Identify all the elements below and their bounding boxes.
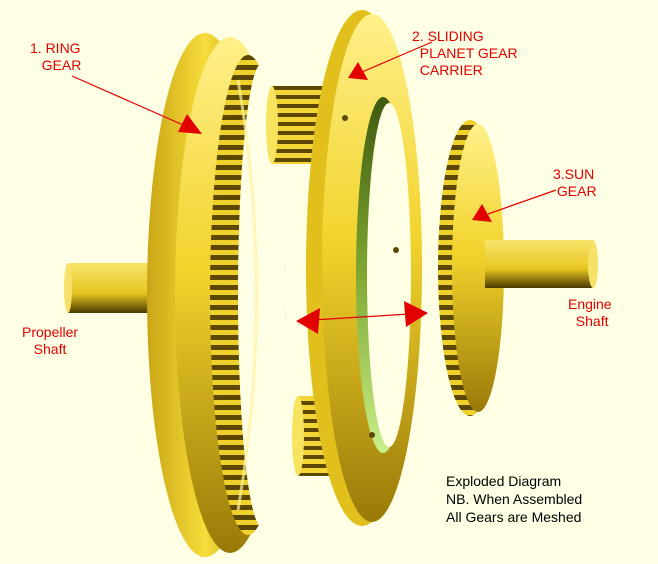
sun-gear <box>438 120 504 416</box>
ring-gear <box>147 33 286 557</box>
planet-gear-carrier <box>306 10 422 526</box>
planet-carrier-label: 2. SLIDING PLANET GEAR CARRIER <box>412 28 518 78</box>
sun-gear-pointer <box>472 189 557 222</box>
slide-arrow <box>296 301 428 334</box>
propeller-shaft-label: Propeller Shaft <box>22 324 79 357</box>
assembly-note: Exploded Diagram NB. When Assembled All … <box>446 473 583 525</box>
carrier-pointer <box>348 41 433 80</box>
engine-shaft-label: Engine Shaft <box>568 296 612 329</box>
ring-gear-pointer <box>71 75 202 134</box>
sun-gear-label: 3.SUN GEAR <box>553 166 597 199</box>
engine-shaft <box>485 240 598 288</box>
ring-gear-label: 1. RING GEAR <box>30 40 82 73</box>
